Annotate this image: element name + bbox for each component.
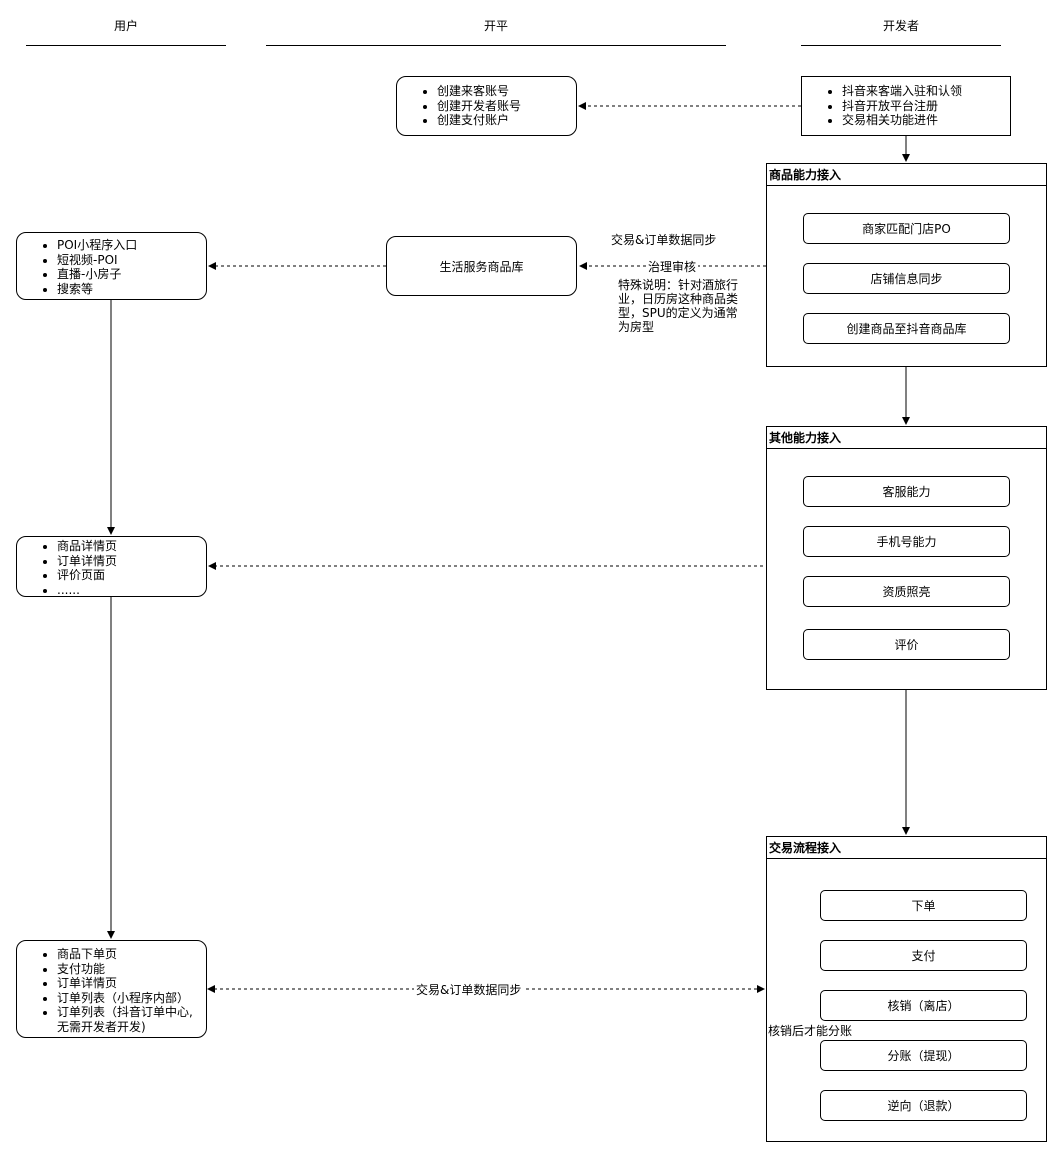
user-pages-box[interactable]: 商品详情页 订单详情页 评价页面 ...... — [16, 536, 207, 597]
other-capability-container[interactable]: 其他能力接入 客服能力 手机号能力 资质照亮 评价 — [766, 426, 1047, 690]
other-capability-title: 其他能力接入 — [767, 427, 1046, 449]
lane-divider-platform — [266, 45, 726, 46]
other-item-review[interactable]: 评价 — [803, 629, 1010, 660]
user-entries-box[interactable]: POI小程序入口 短视频-POI 直播-小房子 搜索等 — [16, 232, 207, 300]
developer-onboarding-box[interactable]: 抖音来客端入驻和认领 抖音开放平台注册 交易相关功能进件 — [801, 76, 1011, 136]
goods-item-match-store[interactable]: 商家匹配门店PO — [803, 213, 1010, 244]
other-item-qualification[interactable]: 资质照亮 — [803, 576, 1010, 607]
list-item: 订单详情页 — [57, 554, 206, 569]
list-item: 创建支付账户 — [437, 113, 576, 128]
verify-split-label: 核销后才能分账 — [768, 1022, 853, 1039]
goods-item-create-goods[interactable]: 创建商品至抖音商品库 — [803, 313, 1010, 344]
goods-item-shop-sync[interactable]: 店铺信息同步 — [803, 263, 1010, 294]
other-item-phone[interactable]: 手机号能力 — [803, 526, 1010, 557]
special-note: 特殊说明：针对酒旅行业，日历房这种商品类型，SPU的定义为通常为房型 — [618, 278, 739, 334]
trade-item-pay[interactable]: 支付 — [820, 940, 1027, 971]
list-item: 商品下单页 — [57, 947, 206, 962]
list-item: 评价页面 — [57, 568, 206, 583]
list-item: 创建开发者账号 — [437, 99, 576, 114]
list-item: 交易相关功能进件 — [842, 113, 1010, 128]
sync-label-top: 交易&订单数据同步 — [611, 231, 717, 248]
list-item: POI小程序入口 — [57, 238, 206, 253]
goods-library-box[interactable]: 生活服务商品库 — [386, 236, 577, 296]
list-item: 抖音来客端入驻和认领 — [842, 84, 1010, 99]
other-item-customer-service[interactable]: 客服能力 — [803, 476, 1010, 507]
trade-item-order[interactable]: 下单 — [820, 890, 1027, 921]
platform-accounts-box[interactable]: 创建来客账号 创建开发者账号 创建支付账户 — [396, 76, 577, 136]
list-item: 订单详情页 — [57, 976, 206, 991]
goods-capability-container[interactable]: 商品能力接入 商家匹配门店PO 店铺信息同步 创建商品至抖音商品库 — [766, 163, 1047, 367]
goods-capability-title: 商品能力接入 — [767, 164, 1046, 186]
trade-flow-container[interactable]: 交易流程接入 下单 支付 核销（离店） 分账（提现） 逆向（退款） — [766, 836, 1047, 1142]
list-item: 订单列表（小程序内部） — [57, 991, 206, 1006]
trade-flow-title: 交易流程接入 — [767, 837, 1046, 859]
list-item: 创建来客账号 — [437, 84, 576, 99]
list-item: 订单列表（抖音订单中心, 无需开发者开发) — [57, 1005, 206, 1034]
lane-divider-developer — [801, 45, 1001, 46]
list-item: 搜索等 — [57, 282, 206, 297]
lane-title-user: 用户 — [113, 19, 138, 33]
list-item: 直播-小房子 — [57, 267, 206, 282]
trade-item-verify[interactable]: 核销（离店） — [820, 990, 1027, 1021]
user-order-box[interactable]: 商品下单页 支付功能 订单详情页 订单列表（小程序内部） 订单列表（抖音订单中心… — [16, 940, 207, 1038]
trade-item-refund[interactable]: 逆向（退款） — [820, 1090, 1027, 1121]
review-label: 治理审核 — [646, 258, 699, 275]
list-item: ...... — [57, 583, 206, 598]
list-item: 短视频-POI — [57, 253, 206, 268]
sync-label-bottom: 交易&订单数据同步 — [414, 981, 524, 998]
lane-title-platform: 开平 — [483, 19, 508, 33]
lane-title-developer: 开发者 — [882, 19, 919, 33]
list-item: 抖音开放平台注册 — [842, 99, 1010, 114]
lane-divider-user — [26, 45, 226, 46]
trade-item-split[interactable]: 分账（提现） — [820, 1040, 1027, 1071]
list-item: 支付功能 — [57, 962, 206, 977]
list-item: 商品详情页 — [57, 539, 206, 554]
